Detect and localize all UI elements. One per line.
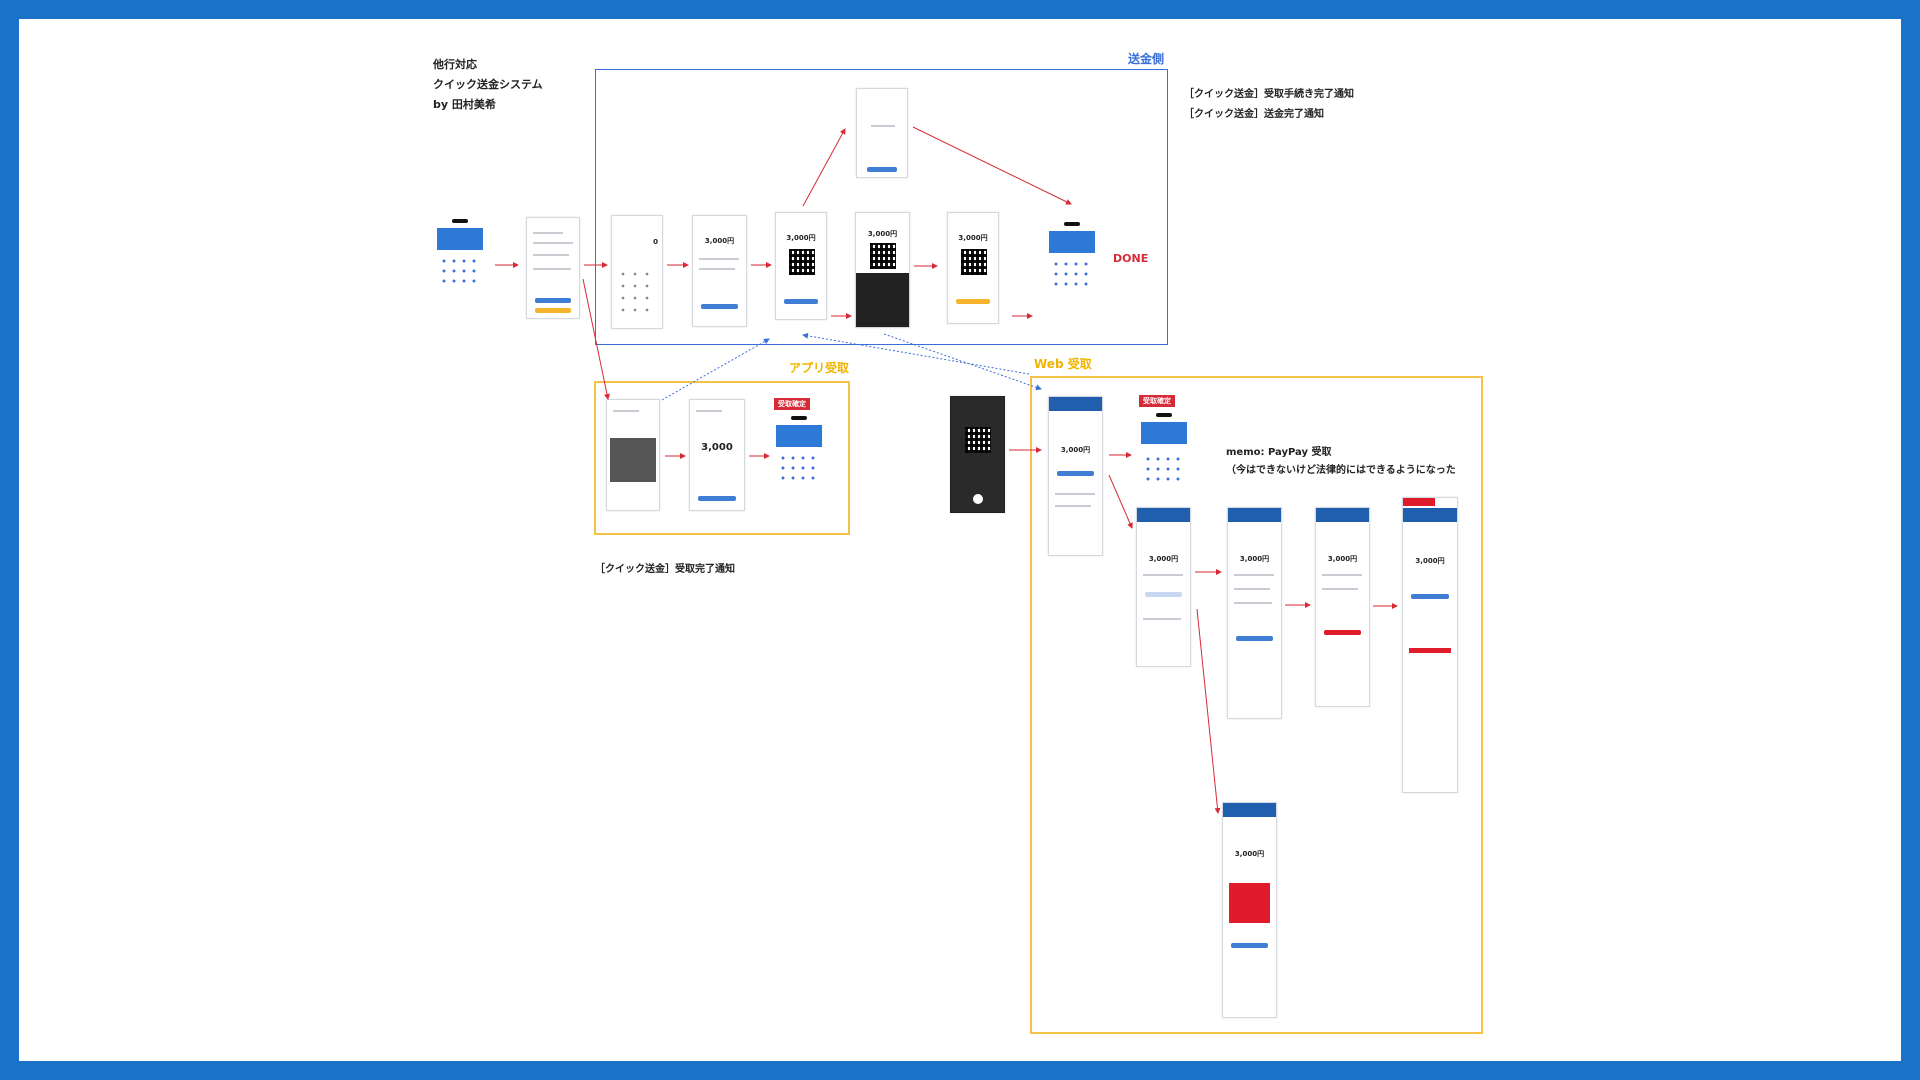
tag-receive-confirmed-web: 受取確定	[1139, 395, 1175, 407]
web-receive-label: Web 受取	[1034, 357, 1092, 371]
note-receive-procedure: ［クイック送金］受取手続き完了通知	[1184, 89, 1354, 100]
screen-camera-scan[interactable]	[950, 396, 1005, 513]
screen-home[interactable]	[434, 216, 486, 294]
screen-web-complete[interactable]: 3,000円	[1402, 497, 1458, 793]
sender-section-box	[595, 69, 1168, 345]
memo-sub: （今はできないけど法律的にはできるようになった	[1226, 465, 1456, 476]
title-line-2: クイック送金システム	[433, 78, 543, 91]
arrow-qr-to-share	[802, 128, 846, 207]
screen-qr-code[interactable]: 3,000円	[775, 212, 827, 320]
arrow-app-receive-to-sender	[661, 338, 770, 401]
screen-home-done[interactable]	[1046, 219, 1098, 303]
screen-app-receive-home[interactable]	[773, 413, 825, 499]
app-receive-box	[594, 381, 850, 535]
screen-confirm[interactable]: 3,000円	[692, 215, 747, 327]
app-receive-label: アプリ受取	[789, 361, 850, 375]
flow-arrows	[495, 126, 1398, 814]
arrow-web-to-sender	[802, 332, 1030, 375]
note-send-complete: ［クイック送金］送金完了通知	[1184, 109, 1324, 120]
screen-web-home[interactable]	[1138, 410, 1190, 500]
note-receive-complete: ［クイック送金］受取完了通知	[595, 564, 735, 575]
screen-web-bank-select[interactable]: 3,000円	[1136, 507, 1191, 667]
diagram-canvas: 他行対応 クイック送金システム by 田村美希 送金側 アプリ受取 Web 受取…	[19, 19, 1901, 1061]
done-label: DONE	[1113, 252, 1149, 265]
screen-app-receive-scan[interactable]	[606, 399, 660, 511]
arrow-menu-to-app-receive	[582, 278, 610, 400]
arrow-share-to-web	[883, 333, 1042, 391]
screen-web-bank-alt[interactable]: 3,000円	[1222, 802, 1277, 1018]
sender-section-label: 送金側	[1128, 52, 1165, 66]
screen-amount-input[interactable]: 0	[611, 215, 663, 329]
screen-quick-send-menu[interactable]	[526, 217, 580, 319]
arrow-web-to-bank-select	[1108, 474, 1133, 529]
title-line-3: by 田村美希	[433, 98, 496, 111]
screen-share[interactable]	[856, 88, 908, 178]
screen-web-bank-detail[interactable]: 3,000円	[1227, 507, 1282, 719]
screen-web-bank-confirm[interactable]: 3,000円	[1315, 507, 1370, 707]
arrow-bank-select-to-alt	[1196, 608, 1221, 814]
screen-qr-sent[interactable]: 3,000円	[947, 212, 999, 324]
title-line-1: 他行対応	[433, 58, 477, 71]
tag-receive-confirmed-app: 受取確定	[774, 398, 810, 410]
arrow-share-to-done	[912, 126, 1072, 205]
screen-app-receive-amount[interactable]: 3,000	[689, 399, 745, 511]
screen-share-sheet[interactable]: 3,000円	[855, 212, 910, 328]
web-receive-box	[1030, 376, 1483, 1034]
memo-title: memo: PayPay 受取	[1226, 447, 1332, 458]
screen-web-landing[interactable]: 3,000円	[1048, 396, 1103, 556]
